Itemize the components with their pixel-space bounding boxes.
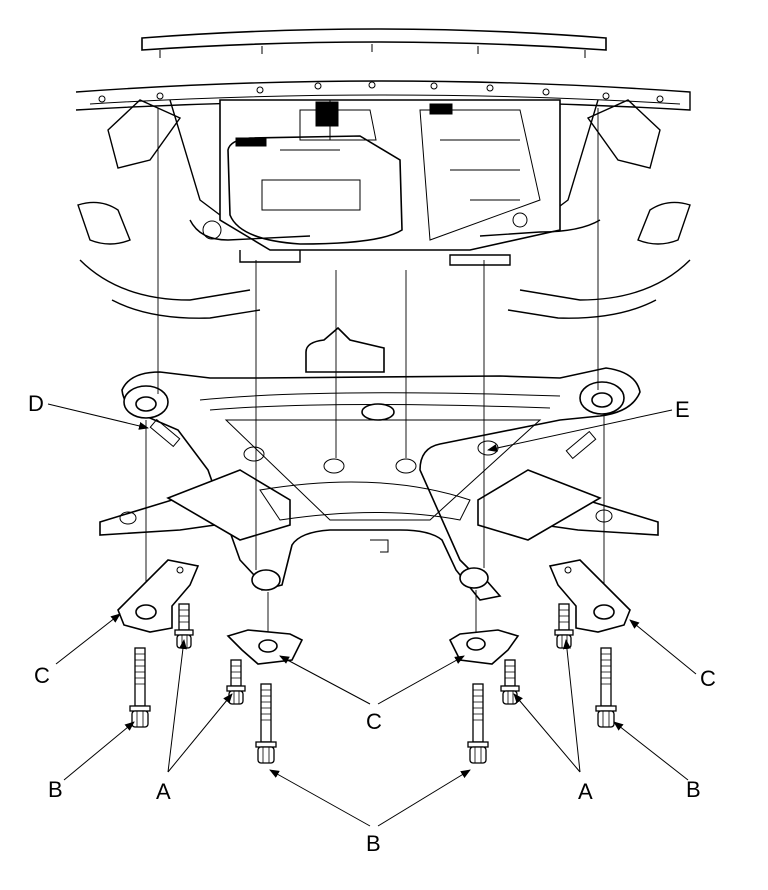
bracket-center-left (226, 629, 304, 665)
leader-lines (47, 403, 697, 827)
callout-e: E (675, 397, 690, 422)
callout-a-left: A (156, 779, 171, 804)
callout-c-center: C (366, 709, 382, 734)
vehicle-underbody (75, 80, 691, 319)
callout-c-left: C (34, 663, 50, 688)
bolt-b-left (129, 647, 151, 728)
bumper-trim-strip (141, 28, 607, 58)
bolt-b-right (595, 647, 617, 728)
callout-b-bottom: B (366, 831, 381, 856)
callout-b-right: B (686, 777, 701, 802)
callout-d: D (28, 391, 44, 416)
bracket-right (548, 559, 631, 633)
bolt-b-center-left (255, 683, 277, 764)
engine-transmission-assembly (189, 99, 601, 373)
bracket-center-right (448, 629, 520, 665)
bolt-b-center-right (467, 683, 489, 764)
callout-a-right: A (578, 779, 593, 804)
bracket-left (117, 559, 200, 633)
front-subframe (99, 367, 659, 601)
callout-b-left: B (48, 777, 63, 802)
bolt-a-right (554, 603, 574, 649)
callout-c-right: C (700, 666, 716, 691)
alignment-guide-lines (145, 108, 605, 640)
